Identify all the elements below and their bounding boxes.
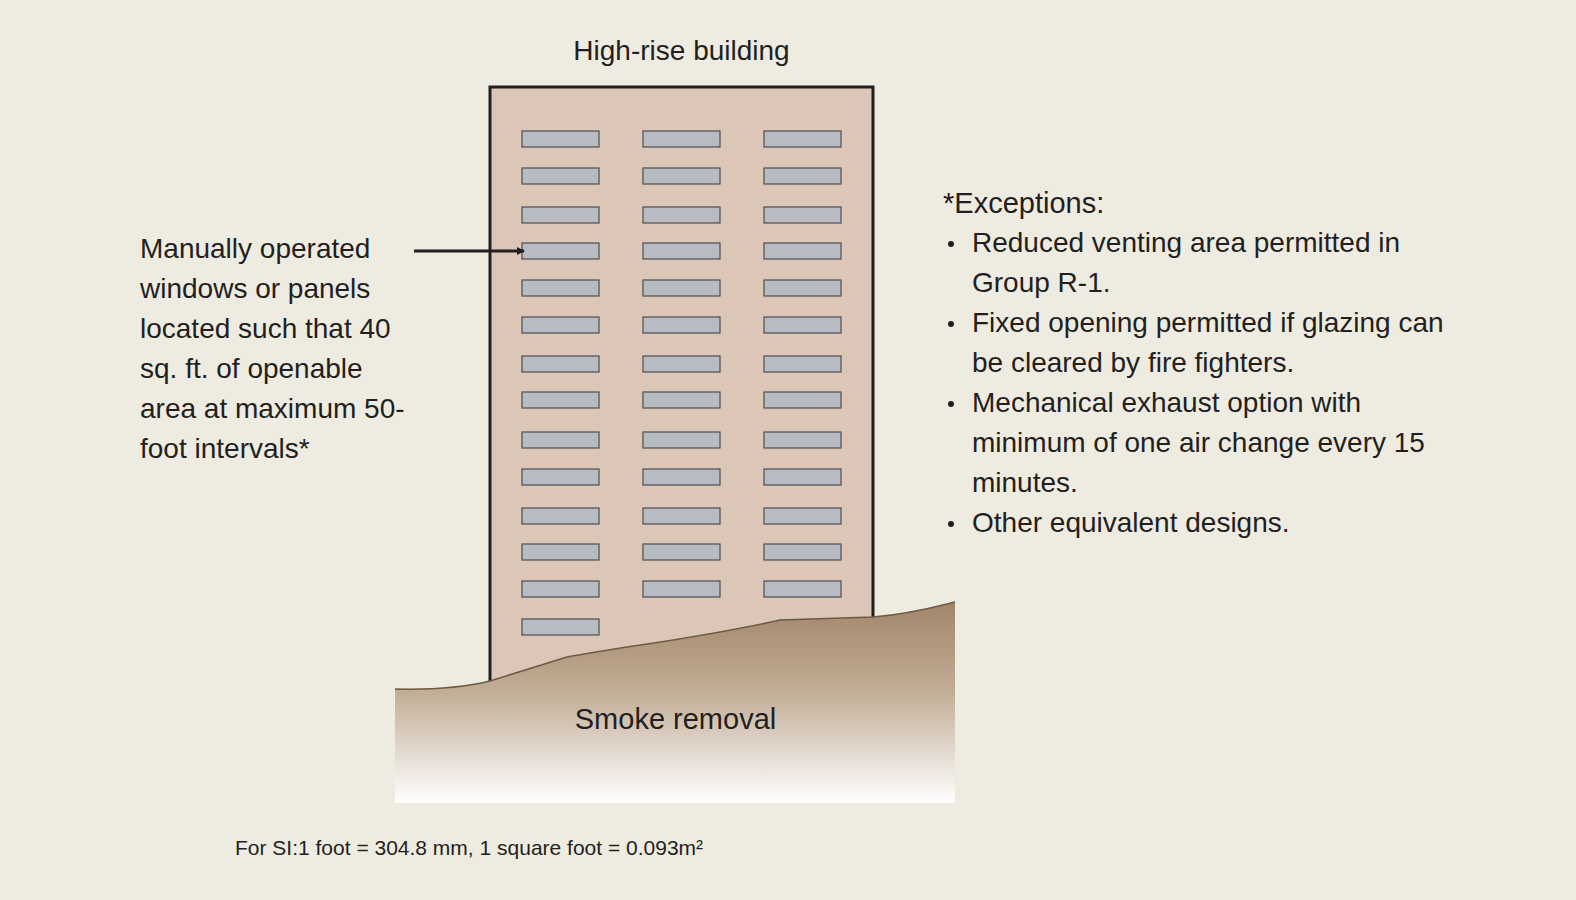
window	[764, 280, 841, 296]
window	[643, 243, 720, 259]
window	[764, 207, 841, 223]
window	[522, 392, 599, 408]
window	[643, 508, 720, 524]
ground-line	[395, 602, 955, 689]
window	[522, 207, 599, 223]
window	[522, 581, 599, 597]
exception-list: Reduced venting area permitted in Group …	[943, 223, 1463, 543]
window	[522, 544, 599, 560]
exceptions-heading: *Exceptions:	[943, 183, 1104, 223]
exception-item: Reduced venting area permitted in Group …	[943, 223, 1463, 303]
window	[522, 432, 599, 448]
building: High-rise building	[490, 87, 873, 687]
window	[643, 581, 720, 597]
window	[643, 168, 720, 184]
window	[764, 581, 841, 597]
window	[764, 243, 841, 259]
window	[764, 469, 841, 485]
ground-label: Smoke removal	[355, 699, 996, 739]
window	[522, 131, 599, 147]
window	[522, 317, 599, 333]
window	[643, 317, 720, 333]
window	[522, 280, 599, 296]
window	[764, 544, 841, 560]
window	[764, 356, 841, 372]
window	[764, 392, 841, 408]
window	[522, 243, 599, 259]
ground-band: Smoke removal	[395, 602, 956, 803]
window	[643, 280, 720, 296]
window	[643, 432, 720, 448]
ground	[395, 602, 955, 803]
window	[522, 619, 599, 635]
si-note: For SI:1 foot = 304.8 mm, 1 square foot …	[235, 834, 703, 862]
window	[522, 508, 599, 524]
window	[764, 508, 841, 524]
window	[643, 131, 720, 147]
window	[764, 317, 841, 333]
exception-item: Other equivalent designs.	[943, 503, 1463, 543]
window	[764, 168, 841, 184]
window	[522, 356, 599, 372]
window	[643, 544, 720, 560]
window-grid	[522, 131, 841, 635]
exception-item: Fixed opening permitted if glazing can b…	[943, 303, 1463, 383]
window	[643, 207, 720, 223]
building-title: High-rise building	[450, 31, 913, 71]
leader-arrow	[414, 250, 524, 253]
window	[764, 131, 841, 147]
window	[643, 469, 720, 485]
window	[522, 469, 599, 485]
window	[522, 168, 599, 184]
window	[643, 392, 720, 408]
window	[643, 356, 720, 372]
exception-item: Mechanical exhaust option with minimum o…	[943, 383, 1463, 503]
window	[764, 432, 841, 448]
building-facade	[490, 87, 873, 697]
callout-note: Manually operated windows or panels loca…	[140, 229, 412, 469]
